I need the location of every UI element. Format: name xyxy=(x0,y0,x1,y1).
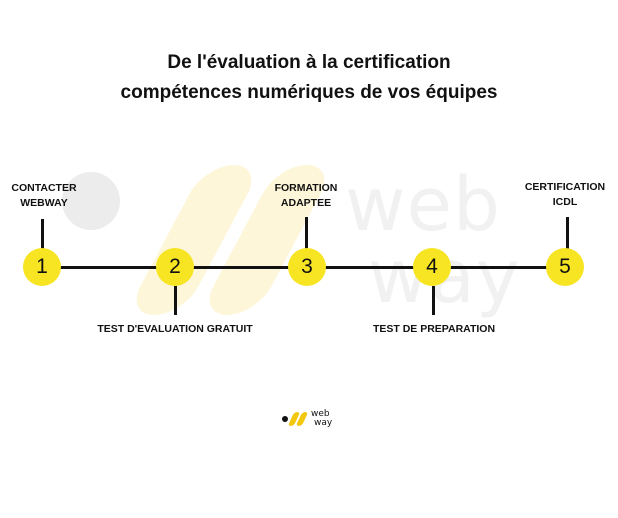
step-label-3: FORMATION ADAPTEE xyxy=(256,181,356,211)
connector-line xyxy=(566,217,569,249)
webway-logo: web way xyxy=(282,407,342,431)
label-line: CONTACTER xyxy=(11,182,77,194)
logo-text: way xyxy=(314,418,333,428)
step-node-3: 3 xyxy=(288,248,326,286)
step-node-4: 4 xyxy=(413,248,451,286)
watermark-slash xyxy=(125,165,263,315)
connector-line xyxy=(432,286,435,315)
connector-line xyxy=(174,286,177,315)
step-node-1: 1 xyxy=(23,248,61,286)
label-line: FORMATION xyxy=(274,182,338,194)
step-label-4: TEST DE PREPARATION xyxy=(360,322,508,337)
page-title: De l'évaluation à la certification compé… xyxy=(0,48,618,108)
step-node-2: 2 xyxy=(156,248,194,286)
title-line-1: De l'évaluation à la certification xyxy=(167,52,451,73)
label-line: TEST D'EVALUATION GRATUIT xyxy=(97,323,253,335)
label-line: CERTIFICATION xyxy=(524,181,606,193)
label-line: ADAPTEE xyxy=(280,197,332,209)
logo-text: web xyxy=(311,409,330,419)
label-line: WEBWAY xyxy=(20,197,68,209)
step-label-1: CONTACTER WEBWAY xyxy=(0,181,88,211)
label-line: ICDL xyxy=(552,196,578,208)
connector-line xyxy=(305,217,308,249)
step-label-2: TEST D'EVALUATION GRATUIT xyxy=(80,322,270,337)
step-label-5: CERTIFICATION ICDL xyxy=(514,180,616,210)
connector-line xyxy=(41,219,44,249)
logo-dot xyxy=(282,416,288,422)
watermark-text: web xyxy=(345,162,502,248)
label-line: TEST DE PREPARATION xyxy=(372,323,496,335)
step-node-5: 5 xyxy=(546,248,584,286)
title-line-2: compétences numériques de vos équipes xyxy=(120,82,498,103)
